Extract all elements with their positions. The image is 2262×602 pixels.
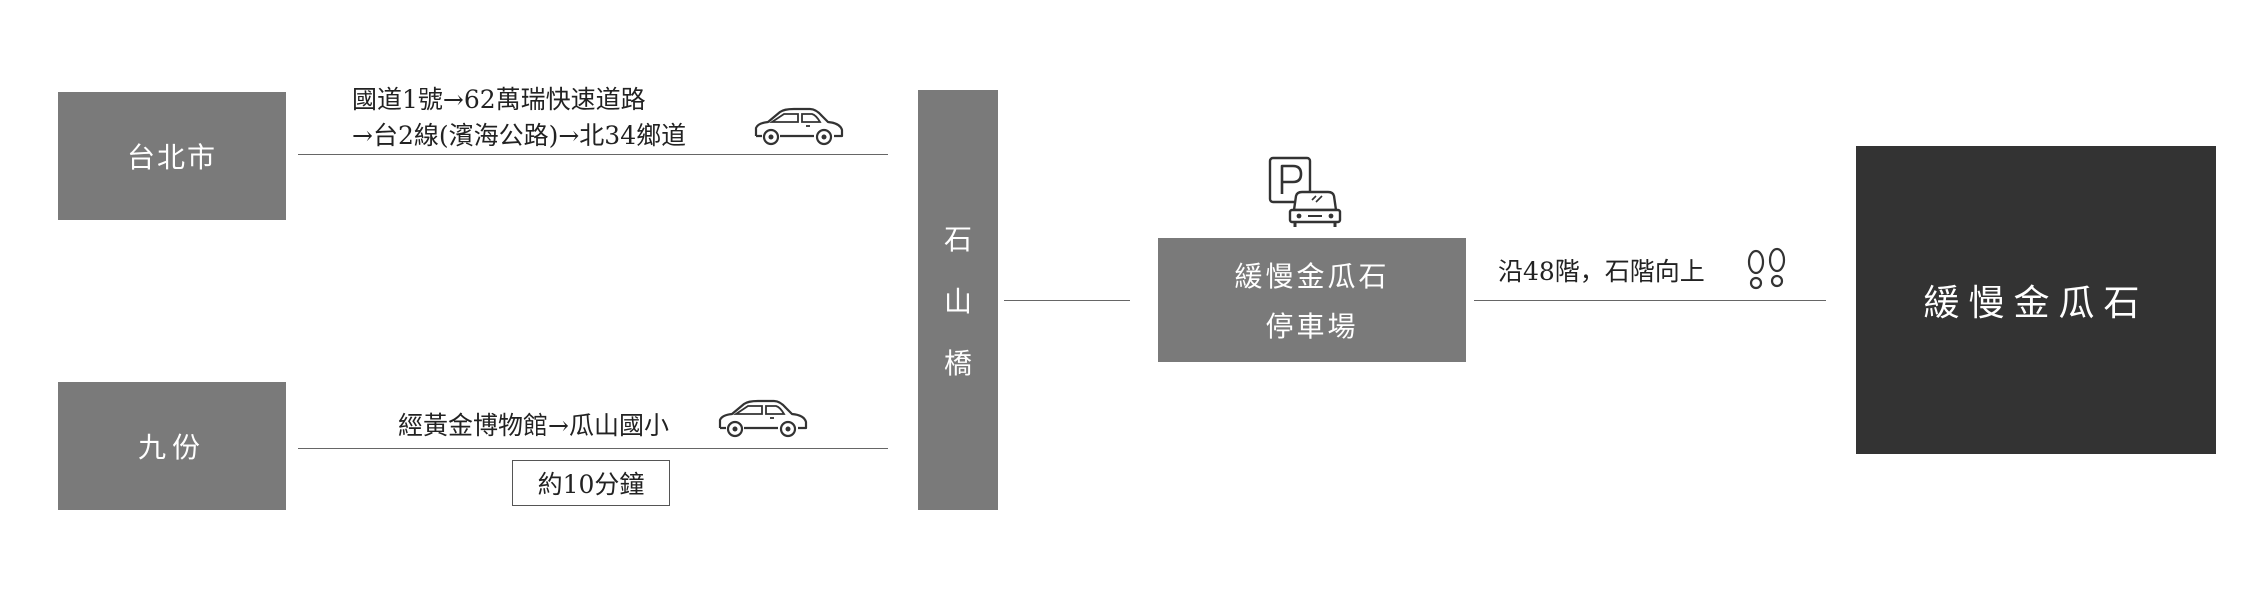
node-taipei: 台北市 <box>58 92 286 220</box>
node-jiufen-label: 九份 <box>137 431 206 464</box>
bridge-char-3: 橋 <box>943 347 972 380</box>
parking-icon <box>1268 156 1342 227</box>
destination-label: 緩慢金瓜石 <box>1923 283 2149 324</box>
bridge-char-2: 山 <box>943 285 972 318</box>
route-jiufen-line: 經黃金博物館→瓜山國小 <box>398 411 669 440</box>
node-parking-lot: 緩慢金瓜石 停車場 <box>1158 238 1466 362</box>
travel-time-label: 約10分鐘 <box>537 470 645 499</box>
node-taipei-label: 台北市 <box>126 141 217 174</box>
route-taipei-line1: 國道1號→62萬瑞快速道路 <box>352 85 646 114</box>
route-walk-line: 沿48階，石階向上 <box>1498 257 1705 286</box>
node-shishan-bridge: 石 山 橋 <box>918 90 998 510</box>
connector-bridge-parking <box>1004 300 1130 301</box>
connector-parking-destination <box>1474 300 1826 301</box>
parking-label-line2: 停車場 <box>1265 310 1359 343</box>
route-taipei-line2: →台2線(濱海公路)→北34鄉道 <box>352 121 687 150</box>
footprints-icon <box>1747 247 1786 290</box>
connector-taipei-bridge <box>298 154 888 155</box>
bridge-char-1: 石 <box>943 223 972 256</box>
node-destination: 緩慢金瓜石 <box>1856 146 2216 454</box>
travel-time-badge: 約10分鐘 <box>512 460 670 506</box>
car-icon <box>718 399 808 438</box>
parking-label-line1: 緩慢金瓜石 <box>1234 260 1390 293</box>
node-jiufen: 九份 <box>58 382 286 510</box>
connector-jiufen-bridge <box>298 448 888 449</box>
car-icon <box>754 107 844 146</box>
